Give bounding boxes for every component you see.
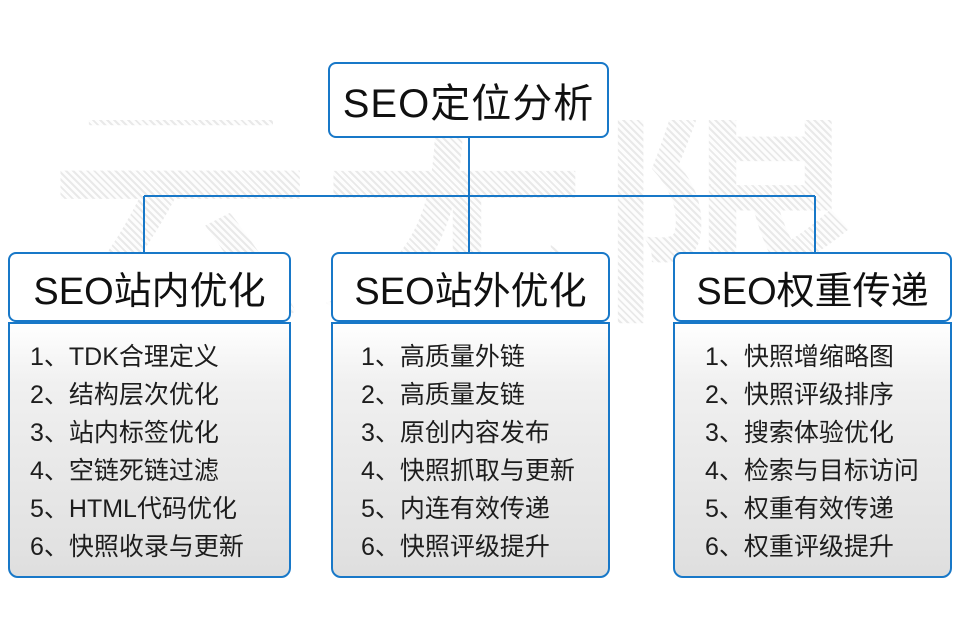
root-node[interactable]: SEO定位分析 (328, 62, 609, 138)
list-item: 5、权重有效传递 (705, 495, 894, 523)
branch-header-1[interactable]: SEO站内优化 (8, 252, 291, 322)
list-item: 4、快照抓取与更新 (361, 457, 575, 485)
branch-body-1: 1、TDK合理定义 2、结构层次优化 3、站内标签优化 4、空链死链过滤 5、H… (8, 322, 291, 578)
list-item: 3、站内标签优化 (30, 419, 219, 447)
branch-column-1: SEO站内优化 1、TDK合理定义 2、结构层次优化 3、站内标签优化 4、空链… (8, 252, 291, 578)
root-node-label: SEO定位分析 (342, 82, 595, 126)
branch-item-list-2: 1、高质量外链 2、高质量友链 3、原创内容发布 4、快照抓取与更新 5、内连有… (333, 338, 608, 566)
branch-column-2: SEO站外优化 1、高质量外链 2、高质量友链 3、原创内容发布 4、快照抓取与… (331, 252, 610, 578)
list-item: 5、HTML代码优化 (30, 495, 237, 523)
branch-header-3[interactable]: SEO权重传递 (673, 252, 952, 322)
list-item: 2、快照评级排序 (705, 381, 894, 409)
branch-body-3: 1、快照增缩略图 2、快照评级排序 3、搜索体验优化 4、检索与目标访问 5、权… (673, 322, 952, 578)
branch-body-2: 1、高质量外链 2、高质量友链 3、原创内容发布 4、快照抓取与更新 5、内连有… (331, 322, 610, 578)
list-item: 6、权重评级提升 (705, 533, 894, 561)
list-item: 4、检索与目标访问 (705, 457, 919, 485)
list-item: 3、搜索体验优化 (705, 419, 894, 447)
branch-header-label-2: SEO站外优化 (354, 270, 587, 313)
list-item: 1、高质量外链 (361, 343, 525, 371)
branch-item-list-1: 1、TDK合理定义 2、结构层次优化 3、站内标签优化 4、空链死链过滤 5、H… (10, 338, 289, 566)
list-item: 6、快照评级提升 (361, 533, 550, 561)
list-item: 2、结构层次优化 (30, 381, 219, 409)
branch-header-label-3: SEO权重传递 (696, 270, 929, 313)
branch-header-2[interactable]: SEO站外优化 (331, 252, 610, 322)
branch-column-3: SEO权重传递 1、快照增缩略图 2、快照评级排序 3、搜索体验优化 4、检索与… (673, 252, 952, 578)
list-item: 2、高质量友链 (361, 381, 525, 409)
list-item: 1、TDK合理定义 (30, 343, 219, 371)
branch-item-list-3: 1、快照增缩略图 2、快照评级排序 3、搜索体验优化 4、检索与目标访问 5、权… (675, 338, 950, 566)
list-item: 5、内连有效传递 (361, 495, 550, 523)
list-item: 6、快照收录与更新 (30, 533, 244, 561)
list-item: 3、原创内容发布 (361, 419, 550, 447)
list-item: 1、快照增缩略图 (705, 343, 894, 371)
list-item: 4、空链死链过滤 (30, 457, 219, 485)
branch-header-label-1: SEO站内优化 (33, 270, 266, 313)
